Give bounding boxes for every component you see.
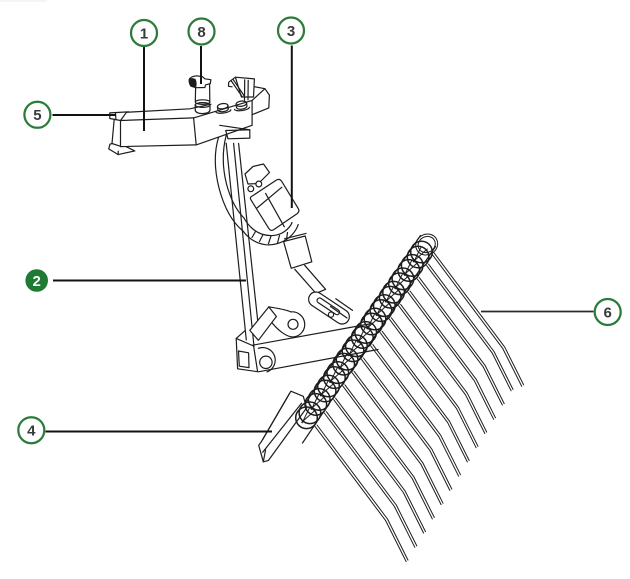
svg-text:8: 8 <box>197 24 205 41</box>
svg-text:1: 1 <box>140 25 148 42</box>
svg-text:6: 6 <box>604 304 612 321</box>
svg-text:3: 3 <box>287 23 295 40</box>
svg-text:2: 2 <box>33 273 41 290</box>
svg-text:4: 4 <box>27 423 36 440</box>
svg-text:5: 5 <box>33 107 41 124</box>
